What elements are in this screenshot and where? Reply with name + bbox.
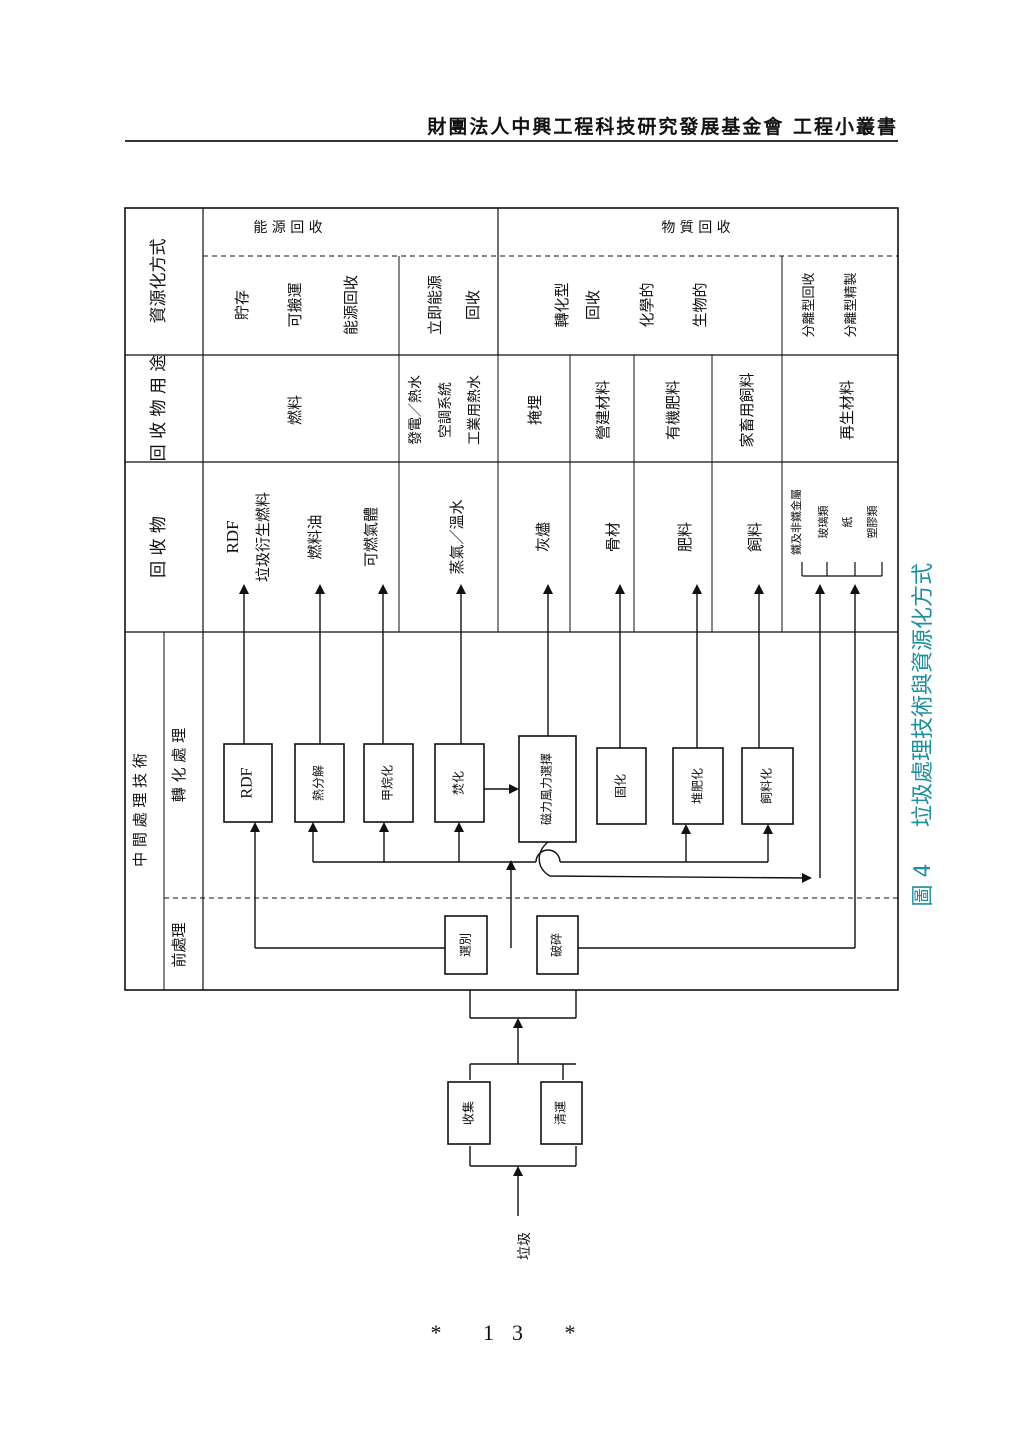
- input-transport: 清運: [554, 1101, 568, 1125]
- use-power-line2: 空調系統: [438, 382, 454, 438]
- product-aggregate: 骨材: [604, 522, 622, 552]
- table-frame: [124, 207, 899, 991]
- use-fuel: 燃料: [286, 395, 304, 425]
- input-garbage: 垃圾: [517, 1232, 533, 1260]
- process-box-feed: [741, 747, 794, 825]
- product-arrows: [239, 584, 860, 948]
- product-glass: 玻璃類: [816, 506, 830, 539]
- figure-caption: 圖 4 垃圾處理技術與資源化方式: [911, 563, 936, 907]
- process-rdf: RDF: [239, 767, 256, 798]
- use-livestock: 家畜用飼料: [738, 372, 756, 447]
- column-header-intermediate: 中 間 處 理 技 術: [131, 753, 149, 867]
- use-power-line1: 發電／熱水: [408, 375, 424, 445]
- column-header-method: 資源化方式: [149, 239, 169, 324]
- header-title: 財團法人中興工程科技研究發展基金會 工程小叢書: [427, 116, 898, 138]
- process-box-rdf: [223, 743, 273, 823]
- process-pyrolysis: 熱分解: [312, 765, 326, 801]
- pre-process-crush: 破碎: [549, 933, 564, 957]
- product-metal: 鐵及非鐵金屬: [789, 489, 803, 555]
- method-material-header: 物 質 回 收: [661, 220, 730, 236]
- column-header-pre: 前處理: [170, 922, 188, 967]
- method-separate-line2: 分離型精製: [844, 272, 859, 337]
- process-box-incineration: [434, 743, 485, 823]
- pre-process-boxes: [444, 915, 579, 975]
- caption-label: 圖 4: [911, 864, 936, 907]
- product-steam: 蒸氣／溫水: [448, 499, 466, 574]
- use-building: 營建材料: [594, 380, 612, 440]
- header-rule: [125, 140, 898, 142]
- use-recycled: 再生材料: [838, 380, 856, 440]
- process-box-pyrolysis: [294, 743, 345, 823]
- caption-text: 垃圾處理技術與資源化方式: [911, 563, 936, 827]
- product-rdf-line2: 垃圾衍生燃料: [254, 492, 272, 582]
- product-rdf-line1: RDF: [223, 520, 242, 553]
- method-separate-line1: 分離型回收: [802, 272, 817, 337]
- product-fertilizer: 肥料: [676, 522, 694, 552]
- process-box-solidify: [596, 747, 647, 825]
- product-fodder: 飼料: [746, 522, 764, 552]
- process-magnetic: 磁力風力選擇: [539, 753, 554, 825]
- product-gas: 可燃氣體: [362, 507, 380, 567]
- method-storage-line2: 可搬運: [286, 282, 304, 327]
- input-flow: [469, 990, 577, 1216]
- page-number: * 13 *: [430, 1320, 594, 1345]
- method-chemical: 化學的: [638, 282, 656, 327]
- column-header-conversion: 轉 化 處 理: [170, 728, 188, 802]
- pre-box-crush: [536, 915, 579, 975]
- process-incineration: 焚化: [452, 771, 466, 795]
- use-landfill: 掩埋: [526, 395, 544, 425]
- process-box-compost: [672, 747, 724, 825]
- column-header-usage: 回 收 物 用 途: [149, 355, 169, 462]
- product-fuel-oil: 燃料油: [306, 514, 324, 559]
- process-feed: 飼料化: [759, 768, 774, 804]
- method-transform-line2: 回收: [584, 290, 602, 320]
- page-header: 財團法人中興工程科技研究發展基金會 工程小叢書: [125, 112, 898, 140]
- process-boxes: [223, 735, 794, 843]
- process-methane: 甲烷化: [381, 765, 395, 801]
- process-solidify: 固化: [614, 774, 628, 798]
- method-storage-line1: 貯存: [233, 290, 251, 320]
- method-biological: 生物的: [691, 282, 709, 327]
- distribution-lines: [250, 822, 855, 949]
- product-ash: 灰燼: [534, 522, 552, 552]
- process-labels: RDF 熱分解 甲烷化 焚化 磁力風力選擇 固化 堆肥化 飼料化: [239, 753, 774, 825]
- method-immediate-line2: 回收: [464, 290, 482, 320]
- column-header-product: 回 收 物: [149, 516, 169, 578]
- input-box-collect: [447, 1081, 491, 1145]
- product-paper: 紙: [840, 517, 854, 528]
- method-immediate-line1: 立即能源: [426, 275, 444, 335]
- method-column: 能 源 回 收 物 質 回 收 貯存 可搬運 能源回收 立即能源 回收 轉化型 …: [233, 220, 859, 338]
- use-power-line3: 工業用熱水: [467, 375, 483, 445]
- process-compost: 堆肥化: [691, 768, 705, 804]
- method-transform-line1: 轉化型: [553, 282, 571, 327]
- pre-box-sort: [444, 915, 488, 975]
- product-column: RDF 垃圾衍生燃料 燃料油 可燃氣體 蒸氣／溫水 灰燼 骨材 肥料 飼料 鐵及…: [223, 489, 879, 582]
- input-box-transport: [540, 1081, 583, 1145]
- input-collect: 收集: [461, 1101, 476, 1125]
- usage-column: 燃料 發電／熱水 空調系統 工業用熱水 掩埋 營建材料 有機肥料 家畜用飼料 再…: [286, 372, 856, 447]
- method-storage-line3: 能源回收: [342, 275, 360, 335]
- separation-bracket: [801, 562, 883, 577]
- column-headers: 中 間 處 理 技 術 前處理 轉 化 處 理 回 收 物 回 收 物 用 途 …: [131, 239, 188, 968]
- process-box-methane: [363, 743, 414, 823]
- pre-process-sort: 選別: [459, 933, 473, 957]
- use-organic: 有機肥料: [664, 380, 682, 440]
- method-energy-header: 能 源 回 收: [253, 220, 322, 236]
- input-boxes: [447, 1081, 583, 1145]
- product-plastic: 塑膠類: [865, 506, 879, 539]
